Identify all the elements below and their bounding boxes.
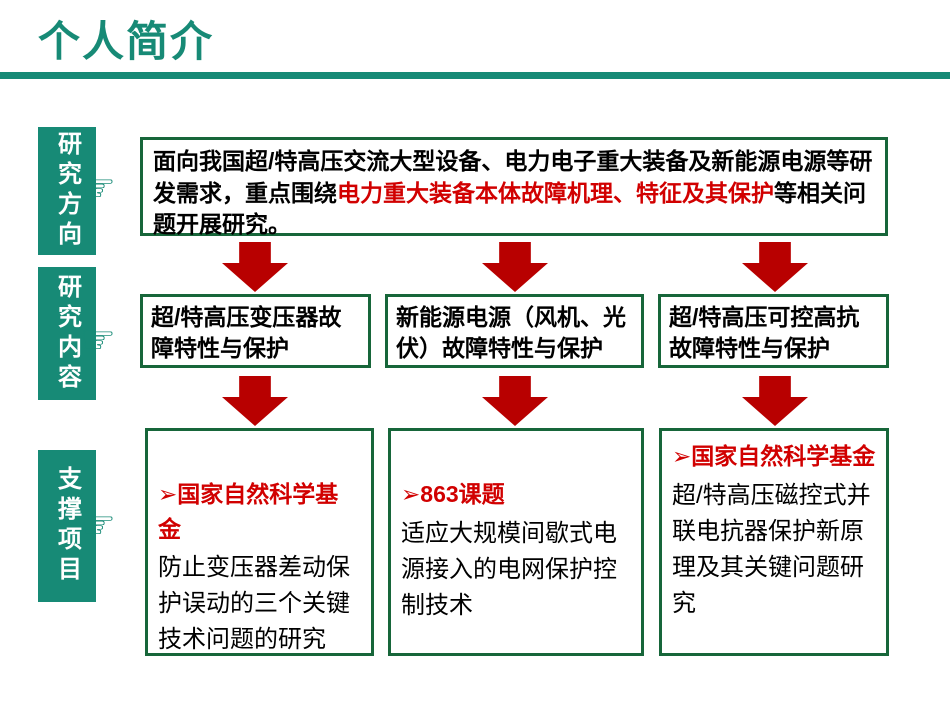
pointing-hand-icon: ☞ xyxy=(80,503,116,547)
project-box-863: ➢863课题 适应大规模间歇式电源接入的电网保护控制技术 xyxy=(388,428,644,656)
down-arrow-icon xyxy=(222,242,288,292)
research-topic-box-transformer: 超/特高压变压器故障特性与保护 xyxy=(140,294,371,368)
research-topic-box-reactor: 超/特高压可控高抗故障特性与保护 xyxy=(658,294,889,368)
bullet-arrow-icon: ➢ xyxy=(158,481,178,507)
project-heading-text: 863课题 xyxy=(420,481,505,507)
project-heading-text: 国家自然科学基金 xyxy=(691,443,876,469)
project-body: 适应大规模间歇式电源接入的电网保护控制技术 xyxy=(401,519,617,619)
research-direction-box: 面向我国超/特高压交流大型设备、电力电子重大装备及新能源电源等研发需求，重点围绕… xyxy=(140,137,888,238)
project-heading: ➢863课题 xyxy=(401,477,631,512)
down-arrow-icon xyxy=(222,376,288,426)
project-box-nsfc-transformer: ➢国家自然科学基金 防止变压器差动保护误动的三个关键技术问题的研究 xyxy=(145,428,374,656)
project-heading: ➢国家自然科学基金 xyxy=(158,477,361,546)
down-arrow-icon xyxy=(742,242,808,292)
research-topic-box-renewables: 新能源电源（风机、光伏）故障特性与保护 xyxy=(385,294,644,368)
down-arrow-icon xyxy=(482,242,548,292)
project-heading: ➢国家自然科学基金 xyxy=(672,439,876,474)
side-label-research-content: 研究内容 xyxy=(38,267,96,400)
side-label-research-direction: 研究方向 xyxy=(38,127,96,255)
project-heading-text: 国家自然科学基金 xyxy=(158,481,339,542)
pointing-hand-icon: ☞ xyxy=(80,318,116,362)
intro-text-pre: 面向我国超/特高压交流大型设备、电力电子重大装备及新能源电源等研发需求，重点围绕 xyxy=(153,148,873,206)
pointing-hand-icon: ☞ xyxy=(80,166,116,210)
project-body: 防止变压器差动保护误动的三个关键技术问题的研究 xyxy=(158,554,350,653)
project-box-nsfc-reactor: ➢国家自然科学基金 超/特高压磁控式并联电抗器保护新原理及其关键问题研究 xyxy=(659,428,889,656)
bullet-arrow-icon: ➢ xyxy=(401,481,421,507)
down-arrow-icon xyxy=(482,376,548,426)
page-title: 个人简介 xyxy=(38,18,215,65)
down-arrow-icon xyxy=(742,376,808,426)
bullet-arrow-icon: ➢ xyxy=(672,443,692,469)
project-body: 超/特高压磁控式并联电抗器保护新原理及其关键问题研究 xyxy=(672,481,871,617)
intro-text-post: 等相关问题开展研究。 xyxy=(153,179,866,238)
intro-text-highlight: 电力重大装备本体故障机理、特征及其保护 xyxy=(337,179,774,206)
side-label-supporting-projects: 支撑项目 xyxy=(38,450,96,602)
title-divider xyxy=(0,72,950,79)
